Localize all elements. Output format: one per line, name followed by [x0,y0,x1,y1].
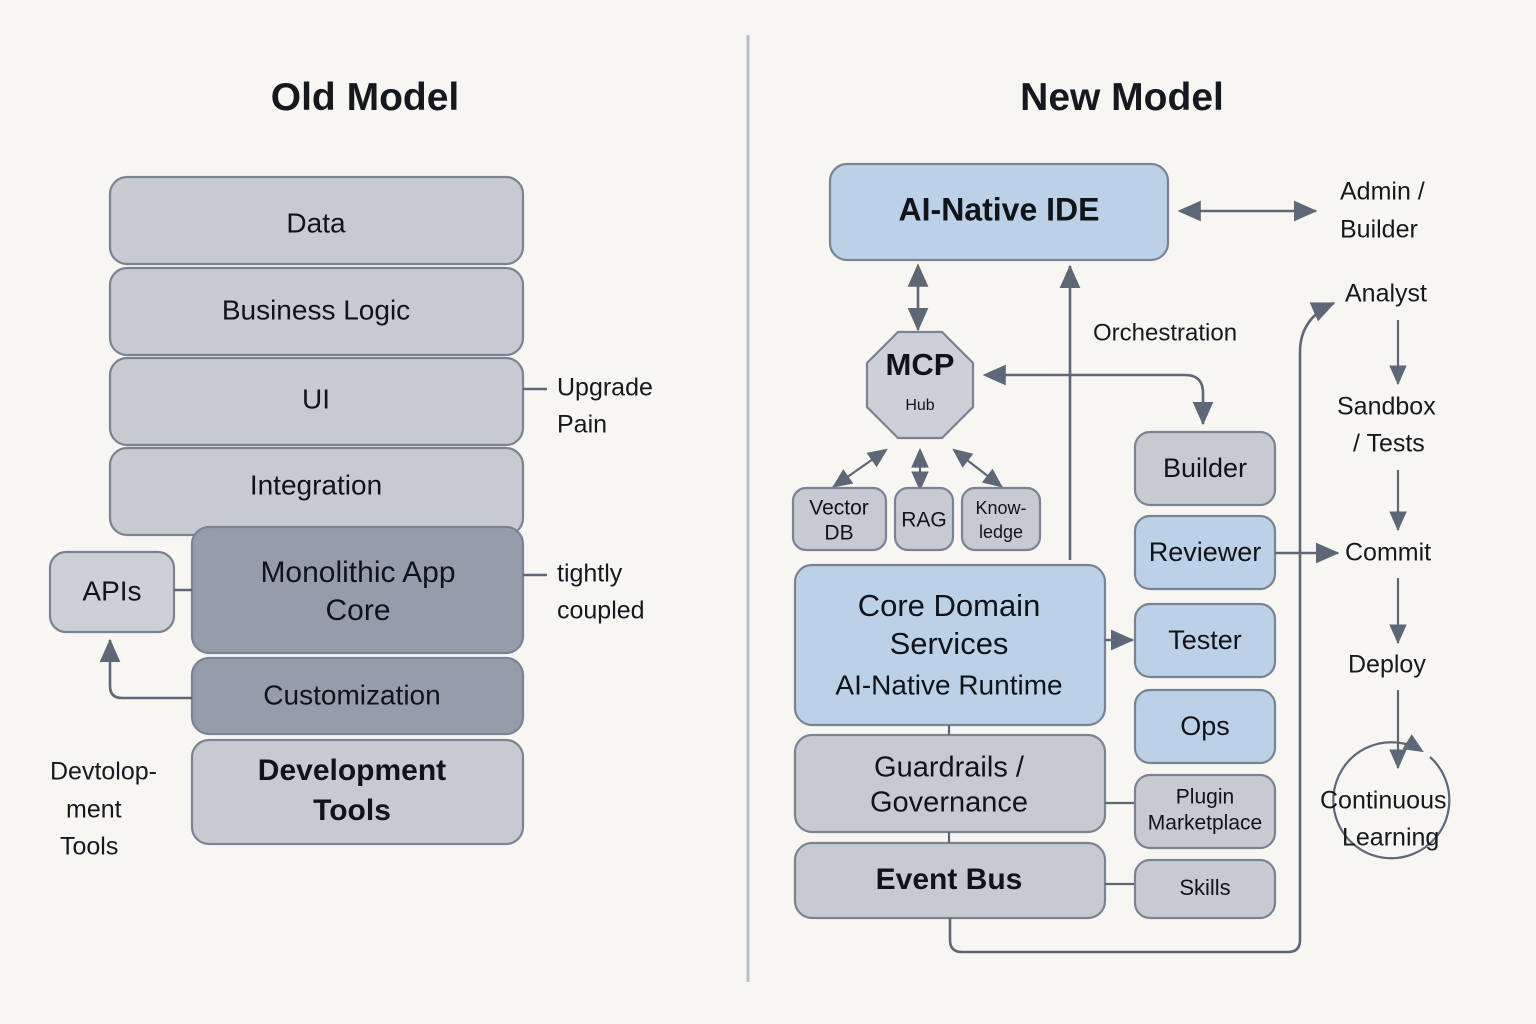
layer-label-ui: UI [302,383,330,414]
label-event-bus: Event Bus [876,863,1023,896]
label-plugin-marketplace-line2: Marketplace [1148,812,1262,835]
label-knowledge-line2: ledge [979,522,1023,542]
label-core-line1: Core Domain [858,588,1041,623]
side-box-apis[interactable] [48,550,176,634]
label-rag: RAG [901,509,947,532]
continuous-learning-loop-arc [1332,734,1451,860]
label-vector-db-line2: DB [824,522,853,545]
layer-box-business-logic[interactable] [108,266,525,357]
label-core-line3: AI-Native Runtime [835,669,1062,700]
pipeline-label-admin-builder-line2: Builder [1340,216,1418,244]
pipeline-label-continuous-learning-line1: Continuous [1320,787,1446,815]
connector-customization-to-apis [99,638,192,700]
pipeline-label-sandbox-line2: / Tests [1353,430,1425,458]
annotation-development-tools-line1: Devtolop- [50,758,157,786]
node-plugin-marketplace[interactable] [1133,773,1277,850]
node-skills[interactable] [1133,858,1277,920]
connector-mcp-to-vector-db [832,448,888,488]
pipeline-label-analyst: Analyst [1345,280,1427,308]
label-skills: Skills [1179,875,1230,900]
label-agent-ops: Ops [1180,711,1230,741]
node-agent-tester[interactable] [1133,602,1277,679]
node-rag[interactable] [893,486,955,552]
label-mcp-hub-sub: Hub [905,397,934,414]
label-mcp: MCP [886,347,955,382]
annotation-upgrade-pain-line1: Upgrade [557,374,653,402]
annotation-development-tools-line3: Tools [60,833,118,861]
layer-label-business-logic: Business Logic [222,294,410,325]
layer-label-development-tools-line1: Development [258,754,446,787]
node-agent-ops[interactable] [1133,688,1277,765]
layer-label-monolithic-app-core-line1: Monolithic App [260,556,455,589]
pipeline-label-admin-builder-line1: Admin / [1340,178,1425,206]
node-vector-db[interactable] [791,486,888,552]
label-core-line2: Services [890,626,1009,661]
label-agent-tester: Tester [1168,625,1242,655]
layer-label-monolithic-app-core-line2: Core [325,594,390,627]
label-agent-builder: Builder [1163,453,1247,483]
layer-label-integration: Integration [250,469,382,500]
left-panel-title: Old Model [271,76,460,119]
layer-label-customization: Customization [263,679,440,710]
layer-box-development-tools[interactable] [190,738,525,846]
node-knowledge[interactable] [960,486,1042,552]
pipeline-label-sandbox-line1: Sandbox [1337,393,1436,421]
layer-label-data: Data [286,207,346,238]
annotation-development-tools-line2: ment [66,796,122,824]
label-knowledge-line1: Know- [975,498,1026,518]
node-mcp-hub[interactable] [865,330,975,440]
side-label-apis: APIs [82,575,141,606]
layer-label-development-tools-line2: Tools [313,794,391,827]
label-guardrails-line1: Guardrails / [874,752,1025,784]
label-vector-db-line1: Vector [809,497,869,520]
layer-box-ui[interactable] [108,356,525,447]
layer-box-data[interactable] [108,175,525,266]
connector-orchestration-to-builder [982,364,1214,426]
pipeline-label-commit: Commit [1345,539,1431,567]
annotation-tightly-coupled-line2: coupled [557,597,645,625]
layer-box-customization[interactable] [190,656,525,736]
layer-box-monolithic-app-core[interactable] [190,525,525,655]
annotation-tightly-coupled-line1: tightly [557,560,623,588]
edge-label-orchestration: Orchestration [1093,319,1237,346]
node-agent-builder[interactable] [1133,430,1277,507]
label-plugin-marketplace-line1: Plugin [1176,786,1234,809]
label-ai-native-ide: AI-Native IDE [899,191,1100,227]
connector-event-bus-feedback-loop [948,301,1336,954]
node-ai-native-ide[interactable] [828,162,1170,262]
label-guardrails-line2: Governance [870,787,1028,819]
right-panel-title: New Model [1020,76,1224,119]
pipeline-label-deploy: Deploy [1348,651,1426,679]
pipeline-label-continuous-learning-line2: Learning [1342,824,1439,852]
connector-mcp-to-knowledge [952,448,1003,488]
annotation-upgrade-pain-line2: Pain [557,411,607,439]
label-agent-reviewer: Reviewer [1149,537,1262,567]
